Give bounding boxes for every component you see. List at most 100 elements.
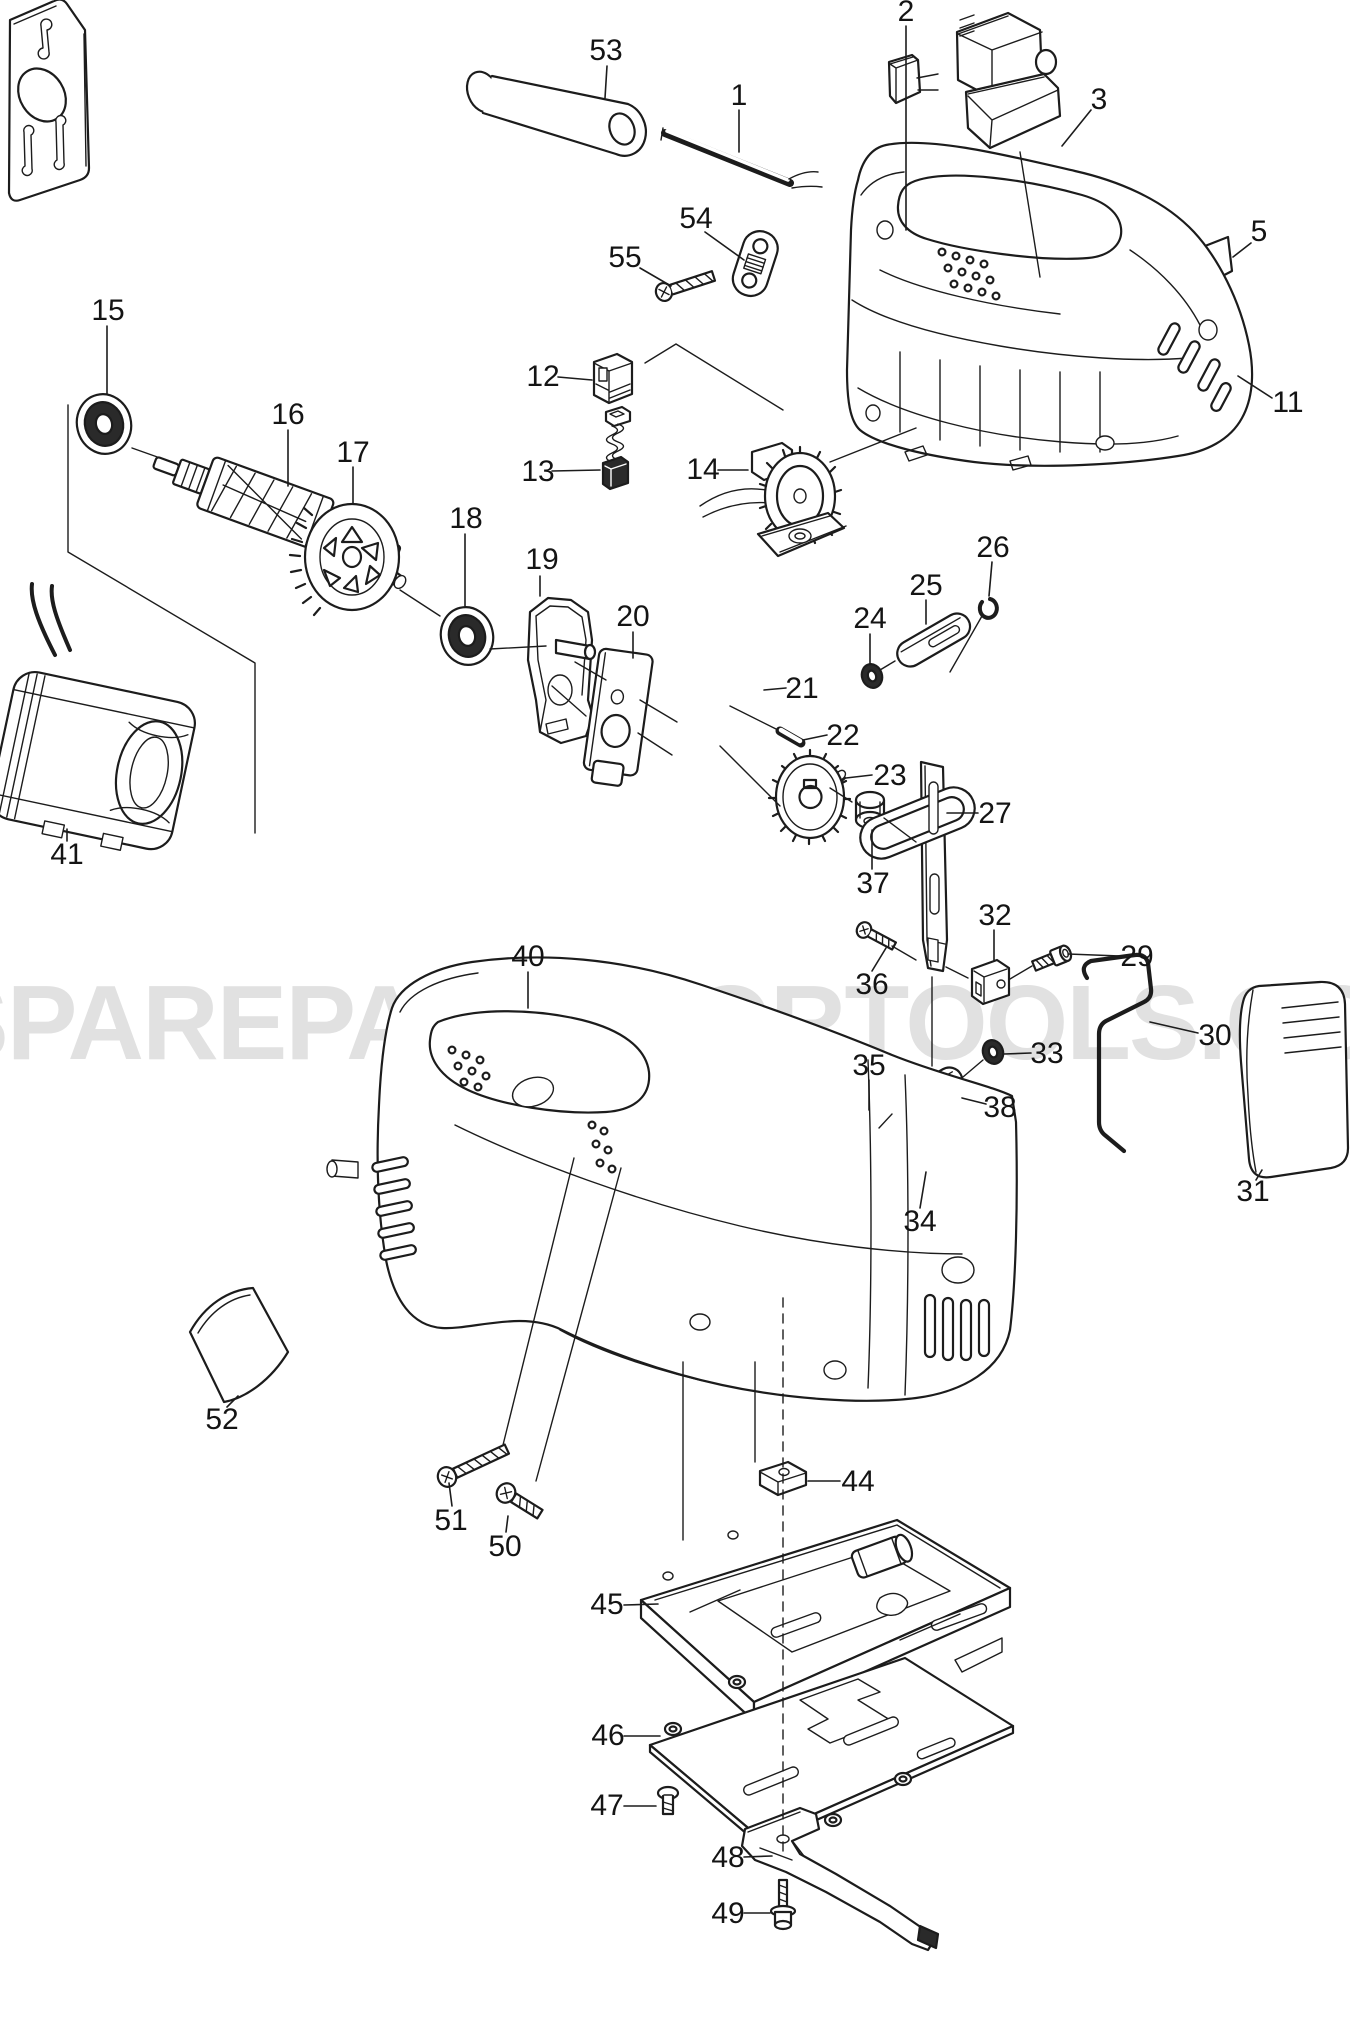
- axis-17-18: [399, 589, 441, 617]
- axis-18-19: [489, 645, 547, 650]
- part-label-13-carbon-brush: 13: [521, 455, 555, 488]
- leader-line-34: [919, 1171, 927, 1209]
- part-label-44-square-nut: 44: [841, 1465, 875, 1498]
- part-30-wire-guard-drawing: [1081, 952, 1154, 1154]
- part-21-plate-drawing: [7, 0, 91, 202]
- part-label-29-screw: 29: [1120, 940, 1154, 973]
- part-15-bearing-drawing: [75, 393, 133, 455]
- part-label-48-clamp-lever: 48: [711, 1841, 745, 1874]
- leader-line-31: [1255, 1169, 1263, 1181]
- part-13-carbon-brush-drawing: [601, 405, 632, 491]
- axis-19-20-a: [574, 661, 607, 681]
- part-label-18-ball-bearing: 18: [449, 502, 483, 535]
- part-54-cord-clip-drawing: [731, 230, 779, 298]
- part-label-46-base-plate: 46: [591, 1719, 625, 1752]
- part-label-14-guide-roller: 14: [686, 453, 720, 486]
- part-label-34-gasket: 34: [903, 1205, 937, 1238]
- leader-line-52: [226, 1395, 239, 1408]
- axis-19-20-b: [551, 685, 587, 717]
- leader-line-26: [988, 561, 993, 597]
- leader-line-30: [1149, 1021, 1199, 1034]
- part-36-screw-drawing: [855, 921, 897, 951]
- leader-line-54: [704, 231, 745, 261]
- part-label-50-tapping-screw: 50: [488, 1530, 522, 1563]
- part-40-lower-housing-drawing: [326, 956, 1018, 1402]
- part-31-cover-drawing: [1238, 980, 1350, 1179]
- leader-line-23: [845, 774, 873, 779]
- leader-line-5: [1232, 242, 1252, 258]
- part-label-31-cover: 31: [1236, 1175, 1270, 1208]
- part-label-49-bolt: 49: [711, 1897, 745, 1930]
- part-label-47-screw: 47: [590, 1789, 624, 1822]
- leader-line-55: [639, 267, 672, 287]
- part-label-53-cord-guard: 53: [589, 34, 623, 67]
- leader-line-36: [871, 947, 887, 972]
- part-label-16-armature: 16: [271, 398, 305, 431]
- part-label-27-slider-rod: 27: [978, 797, 1012, 830]
- part-1-power-cord-drawing: [660, 127, 823, 189]
- leader-line-48: [743, 1855, 773, 1858]
- part-label-54-cord-clip: 54: [679, 202, 713, 235]
- part-label-25-slider: 25: [909, 569, 943, 602]
- leader-line-11: [1237, 375, 1273, 399]
- leader-line-12: [557, 376, 593, 381]
- part-24-o-ring-drawing: [860, 663, 884, 689]
- axis-26-27: [949, 615, 983, 673]
- part-11-upper-housing-drawing: [845, 141, 1254, 471]
- line-50-to-housing: [535, 1167, 622, 1482]
- part-label-41-field: 41: [50, 838, 84, 871]
- part-26-retaining-ring-drawing: [977, 597, 999, 620]
- part-45-base-drawing: [639, 1518, 1012, 1723]
- part-14-guide-roller-drawing: [699, 441, 847, 558]
- leader-line-45: [623, 1603, 659, 1606]
- line-3-to-housing: [1019, 151, 1041, 278]
- part-12-brush-holder-drawing: [592, 352, 634, 405]
- part-20-insulation-plate-drawing: [582, 647, 654, 787]
- part-50-screw-drawing: [495, 1482, 544, 1520]
- part-label-45-base: 45: [590, 1588, 624, 1621]
- axis-36-27: [891, 945, 917, 961]
- part-46-base-plate-drawing: [648, 1656, 1015, 1847]
- part-label-1-power-cord: 1: [730, 79, 748, 112]
- axis-35-38: [878, 1113, 893, 1129]
- part-label-15-ball-bearing: 15: [91, 294, 125, 327]
- axis-15-16: [131, 447, 164, 460]
- axis-20-21-b: [637, 732, 673, 756]
- part-label-52-label: 52: [205, 1403, 239, 1436]
- axis-20-21-a: [639, 699, 678, 723]
- part-2-capacitor-drawing: [887, 53, 939, 105]
- part-27-slider-rod-drawing: [859, 760, 976, 973]
- assembly-lines-layer: [67, 151, 1041, 1853]
- leader-line-13: [551, 469, 601, 472]
- part-48-clamp-lever-drawing: [740, 1806, 940, 1952]
- part-41-field-drawing: [0, 582, 196, 851]
- part-label-3-switch: 3: [1090, 83, 1108, 116]
- leader-line-51: [448, 1482, 453, 1507]
- part-51-screw-drawing: [436, 1443, 511, 1488]
- axis-21-22: [729, 705, 777, 730]
- axis-23-37: [829, 787, 853, 803]
- axis-33-38: [962, 1059, 984, 1078]
- part-label-26-retaining-ring: 26: [976, 531, 1010, 564]
- part-label-32-blade-clamp: 32: [978, 899, 1012, 932]
- part-25-slider-drawing: [896, 612, 972, 668]
- part-label-20-insulation-plate: 20: [616, 600, 650, 633]
- group-bracket-armature: [67, 404, 256, 834]
- leader-line-38: [961, 1097, 987, 1105]
- part-label-23-gear: 23: [873, 759, 907, 792]
- part-52-label-drawing: [188, 1286, 290, 1404]
- leader-lines-layer: [66, 25, 1273, 1914]
- part-29-screw-drawing: [1031, 944, 1073, 972]
- leader-line-53: [604, 65, 608, 99]
- leader-line-21: [763, 687, 787, 691]
- part-label-22-pin: 22: [826, 719, 860, 752]
- line-14-to-housing: [829, 427, 917, 463]
- part-label-55-screw: 55: [608, 241, 642, 274]
- part-label-5-nameplate: 5: [1250, 215, 1268, 248]
- part-55-screw-drawing: [654, 270, 717, 303]
- part-label-51-tapping-screw: 51: [434, 1504, 468, 1537]
- axis-21-23: [719, 745, 781, 807]
- part-3-switch-drawing: [955, 11, 1062, 150]
- part-17-fan-drawing: [288, 502, 407, 617]
